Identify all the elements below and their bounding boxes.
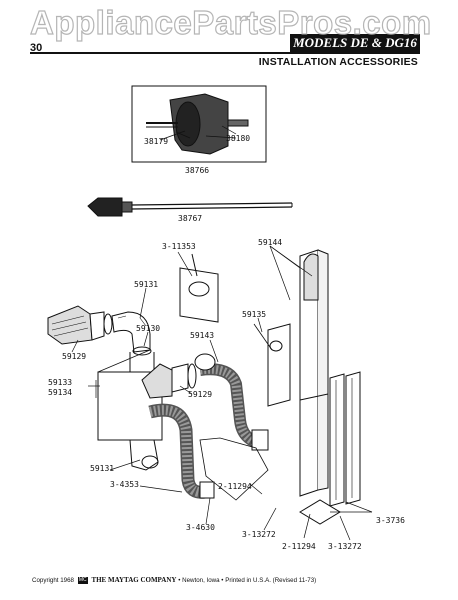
elbow-bottom <box>129 439 159 471</box>
part-label-2-11294-a: 2-11294 <box>218 482 252 491</box>
part-label-38767: 38767 <box>178 214 203 223</box>
part-label-59144: 59144 <box>258 238 283 247</box>
part-label-3-4353: 3-4353 <box>110 480 139 489</box>
part-label-38180: 38180 <box>226 134 251 143</box>
part-label-3-13272-b: 3-13272 <box>328 542 362 551</box>
maytag-logo: MC <box>77 576 88 584</box>
flexible-duct-lower <box>148 403 215 499</box>
footer-company: THE MAYTAG COMPANY <box>91 576 177 584</box>
floor-outline <box>199 437 269 501</box>
footer-copyright: Copyright 1968 <box>32 577 74 584</box>
part-label-59134: 59134 <box>48 388 73 397</box>
drill-extension-drawing <box>87 197 293 217</box>
part-label-3-11353: 3-11353 <box>162 242 196 251</box>
flexible-duct-upper <box>194 353 269 451</box>
part-label-59131-bottom: 59131 <box>90 464 115 473</box>
part-label-59131-top: 59131 <box>134 280 159 289</box>
part-label-59135: 59135 <box>242 310 267 319</box>
footer-location: • Newton, Iowa • Printed in U.S.A. (Revi… <box>178 577 317 584</box>
footer: Copyright 1968 MC THE MAYTAG COMPANY • N… <box>32 576 316 584</box>
wall-plate-drawing <box>179 253 219 323</box>
hole-saw-drawing <box>146 93 249 155</box>
part-label-59129-left: 59129 <box>62 352 87 361</box>
duct-panel <box>253 323 291 407</box>
part-label-3-3736: 3-3736 <box>376 516 405 525</box>
vent-column <box>299 249 329 497</box>
part-label-59143: 59143 <box>190 331 215 340</box>
models-banner: MODELS DE & DG16 <box>290 34 420 52</box>
part-label-2-11294-b: 2-11294 <box>282 542 316 551</box>
part-label-38179: 38179 <box>144 137 169 146</box>
part-label-59130: 59130 <box>136 324 161 333</box>
exhaust-hood-left <box>47 305 113 345</box>
section-title: INSTALLATION ACCESSORIES <box>258 56 418 68</box>
leader-lines <box>71 125 373 541</box>
elbow-top <box>111 311 152 356</box>
exhaust-hood-middle <box>141 363 197 399</box>
part-label-59133: 59133 <box>48 378 73 387</box>
header-rule <box>30 52 420 54</box>
channels <box>299 371 361 525</box>
part-label-3-4630: 3-4630 <box>186 523 215 532</box>
page-number: 30 <box>30 42 43 54</box>
part-label-38766: 38766 <box>185 166 210 175</box>
part-label-59129-mid: 59129 <box>188 390 213 399</box>
part-label-3-13272-a: 3-13272 <box>242 530 276 539</box>
